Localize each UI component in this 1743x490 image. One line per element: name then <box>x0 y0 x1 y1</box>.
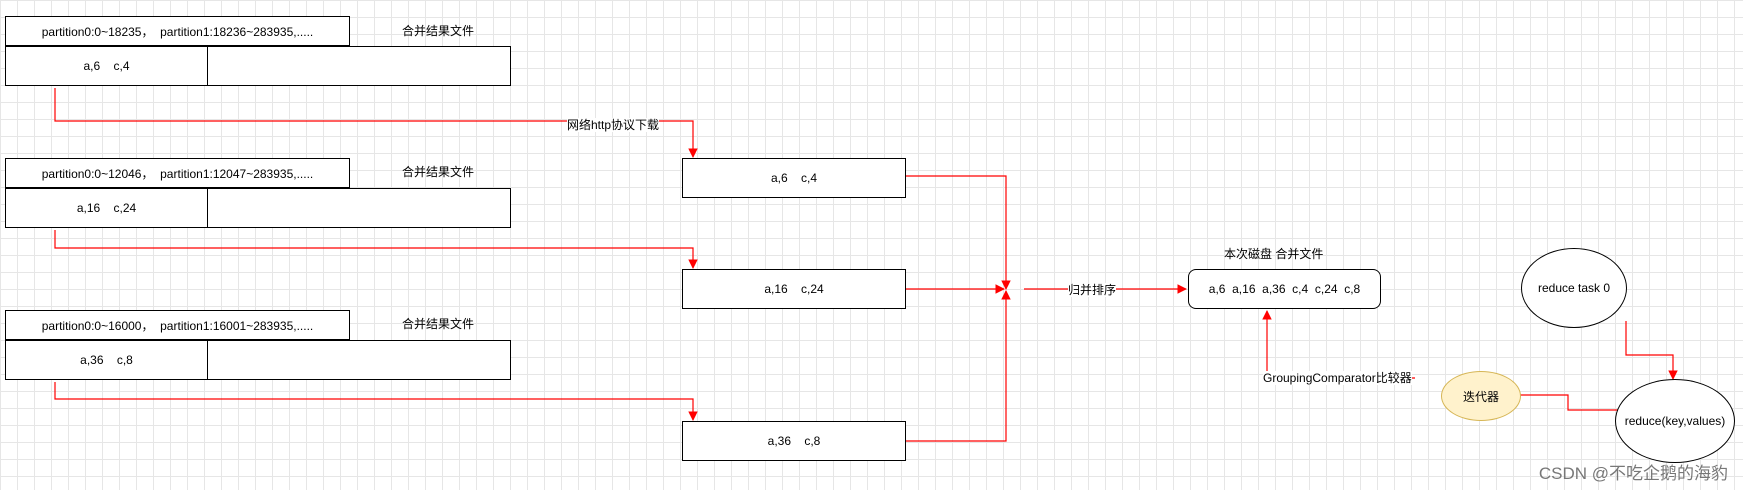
map-output-2-data-text: a,16 c,24 <box>76 201 137 215</box>
downloaded-file-2: a,16 c,24 <box>682 269 906 309</box>
merge-edge-1 <box>906 175 1011 290</box>
merged-file-caption: 本次磁盘 合并文件 <box>1224 247 1324 261</box>
downloaded-file-3-text: a,36 c,8 <box>767 434 821 448</box>
task-edge <box>1625 321 1678 380</box>
map-output-1-data-text: a,6 c,4 <box>83 59 130 73</box>
map-output-2-caption: 合并结果文件 <box>402 165 475 179</box>
iterator-label: 迭代器 <box>1462 389 1499 404</box>
comparator-label: GroupingComparator比较器 <box>1263 371 1412 385</box>
download-edge-2 <box>54 230 698 269</box>
map-output-3-data: a,36 c,8 <box>5 340 208 380</box>
merge-edge-3 <box>906 290 1011 442</box>
downloaded-file-1-text: a,6 c,4 <box>770 171 818 185</box>
map-output-3-empty-cell <box>207 340 511 380</box>
reduce-function-node: reduce(key,values) <box>1615 379 1735 463</box>
comparator-edge <box>1262 310 1415 379</box>
map-output-1-header: partition0:0~18235， partition1:18236~283… <box>5 16 350 46</box>
map-output-3-header-text: partition0:0~16000， partition1:16001~283… <box>41 318 314 333</box>
map-output-3-data-text: a,36 c,8 <box>80 353 133 367</box>
map-output-2-data: a,16 c,24 <box>5 188 208 228</box>
iterator-node: 迭代器 <box>1441 371 1521 421</box>
downloaded-file-3: a,36 c,8 <box>682 421 906 461</box>
download-edge-1 <box>54 88 698 158</box>
downloaded-file-1: a,6 c,4 <box>682 158 906 198</box>
download-label: 网络http协议下载 <box>567 118 660 132</box>
map-output-2-header-text: partition0:0~12046， partition1:12047~283… <box>41 166 314 181</box>
map-output-2-header: partition0:0~12046， partition1:12047~283… <box>5 158 350 188</box>
map-output-3-header: partition0:0~16000， partition1:16001~283… <box>5 310 350 340</box>
map-output-1-data: a,6 c,4 <box>5 46 208 86</box>
reduce-function-label: reduce(key,values) <box>1624 414 1726 428</box>
downloaded-file-2-text: a,16 c,24 <box>764 282 824 296</box>
map-output-1-caption: 合并结果文件 <box>402 24 475 38</box>
map-output-1-header-text: partition0:0~18235， partition1:18236~283… <box>41 24 314 39</box>
merged-file: a,6 a,16 a,36 c,4 c,24 c,8 <box>1188 269 1381 309</box>
map-output-3-caption: 合并结果文件 <box>402 317 475 331</box>
map-output-2-empty-cell <box>207 188 511 228</box>
reduce-task-label: reduce task 0 <box>1537 281 1611 295</box>
map-output-1-empty-cell <box>207 46 511 86</box>
download-edge-3 <box>54 382 698 421</box>
merged-file-text: a,6 a,16 a,36 c,4 c,24 c,8 <box>1208 282 1361 296</box>
reduce-task-node: reduce task 0 <box>1521 248 1627 328</box>
watermark: CSDN @不吃企鹅的海豹 <box>1538 464 1728 483</box>
merge-sort-label: 归并排序 <box>1068 283 1117 297</box>
